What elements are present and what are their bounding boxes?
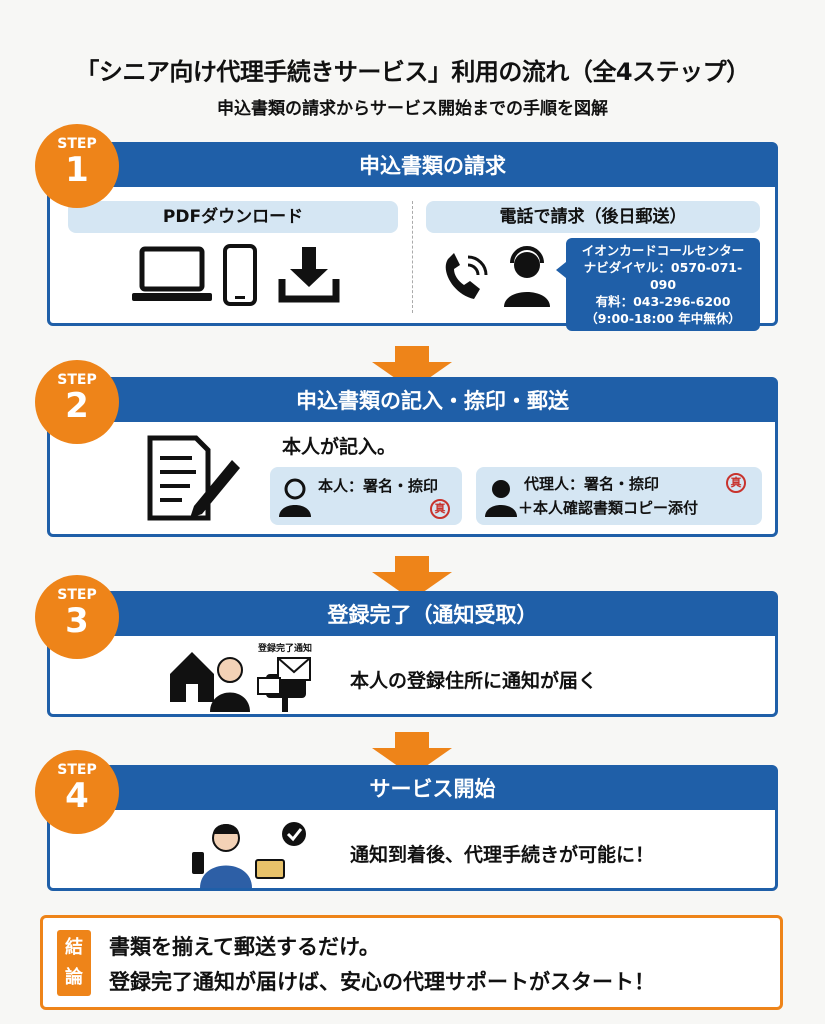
step-4-text: 通知到着後、代理手続きが可能に！ [350,844,655,866]
laptop-icon [132,246,212,301]
page-subtitle: 申込書類の請求からサービス開始までの手順を図解 [217,99,608,119]
step-2: 申込書類の記入・捺印・郵送 本人が記入。 本人：署名・捺印 真 代理人：署名・捺… [47,377,778,537]
step-4: サービス開始 通知到着後、代理手続きが可能に！ [47,765,778,891]
self-fill-text: 本人が記入。 [282,436,397,458]
proxy-sign-box: 代理人：署名・捺印 真 ＋本人確認書類コピー添付 [476,467,762,525]
house-elderly-mailbox-icon [170,652,311,712]
seal-icon: 真 [726,473,746,493]
conclusion-line-2: 登録完了通知が届けば、安心の代理サポートがスタート！ [109,970,655,994]
paid-number: 有料：043-296-6200 [595,294,731,309]
person-icon [279,478,311,517]
document-pen-icon [147,435,240,521]
step-1-title: 申込書類の請求 [50,145,775,187]
pdf-download-heading: PDFダウンロード [68,201,398,233]
tag-char: 結 [65,937,83,958]
smartphone-icon [223,244,257,306]
business-hours: （9:00-18:00 年中無休） [585,311,741,326]
seal-icon: 真 [430,499,450,519]
divider [412,201,413,313]
call-center-name: イオンカードコールセンター [581,243,745,258]
proxy-sign-text: 代理人：署名・捺印 [524,475,660,493]
navi-dial-number: ナビダイヤル：0570-071-090 [583,260,743,292]
proxy-extra-text: ＋本人確認書類コピー添付 [518,499,699,517]
step-4-title: サービス開始 [50,768,775,810]
phone-icon [445,253,488,299]
step-label: STEP [57,136,97,152]
conclusion-line-1: 書類を揃えて郵送するだけ。 [109,935,380,959]
step-2-title: 申込書類の記入・捺印・郵送 [50,380,775,422]
conclusion-tag: 結論 [57,930,91,996]
service-start-person-icon [192,822,306,888]
step-3-text: 本人の登録住所に通知が届く [350,670,598,692]
step-label: STEP [57,372,97,388]
call-center-info: イオンカードコールセンター ナビダイヤル：0570-071-090 有料：043… [556,238,760,331]
step-number: 4 [65,776,89,816]
notice-label: 登録完了通知 [258,644,313,654]
download-icon [278,247,340,303]
step-label: STEP [57,587,97,603]
step-3-title: 登録完了（通知受取） [50,594,775,636]
step-number: 2 [65,386,89,426]
operator-icon [504,246,550,307]
step-label: STEP [57,762,97,778]
step-1: 申込書類の請求 PDFダウンロード 電話で請求（後日郵送） イオンカードコールセ… [47,142,778,331]
self-sign-box: 本人：署名・捺印 真 [270,467,462,525]
proxy-person-icon [485,480,517,517]
phone-request-heading: 電話で請求（後日郵送） [426,201,760,233]
self-sign-text: 本人：署名・捺印 [318,477,439,495]
page-title: 「シニア向け代理手続きサービス」利用の流れ（全4ステップ） [75,58,750,86]
tag-char: 論 [65,967,83,988]
step-number: 3 [65,601,89,641]
step-3: 登録完了（通知受取） 登録完了通知 本人の登録住所に通知が届く [47,591,778,717]
step-number: 1 [65,150,89,190]
conclusion-box: 結論 書類を揃えて郵送するだけ。 登録完了通知が届けば、安心の代理サポートがスタ… [40,915,783,1010]
